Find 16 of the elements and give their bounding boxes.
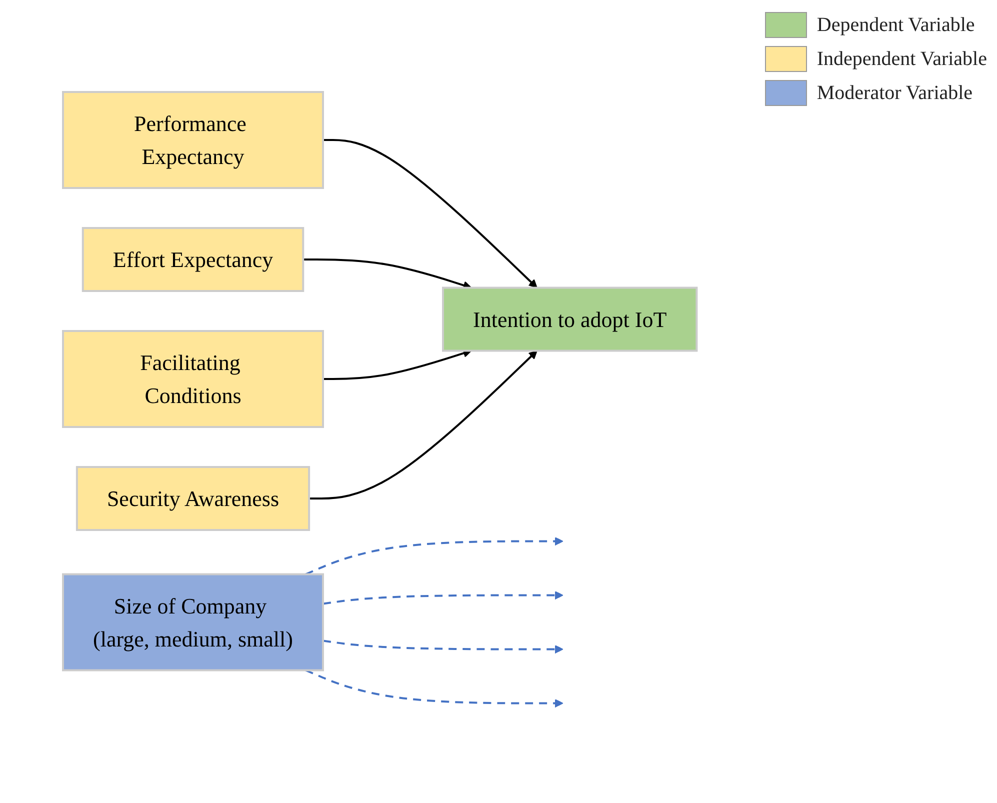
arrow — [303, 258, 472, 290]
legend-label: Moderator Variable — [816, 82, 973, 104]
node-box: Effort Expectancy — [82, 227, 304, 292]
legend-label: Dependent Variable — [816, 14, 975, 36]
arrow — [305, 670, 564, 708]
arrow — [323, 139, 538, 289]
node-box: Size of Company (large, medium, small) — [62, 574, 324, 672]
arrow — [323, 640, 564, 654]
node-box: Security Awareness — [76, 466, 310, 532]
legend-label: Independent Variable — [816, 48, 987, 70]
arrow — [305, 537, 564, 576]
node-box: Facilitating Conditions — [62, 330, 324, 428]
arrow — [309, 350, 538, 500]
node-box: Performance Expectancy — [62, 91, 324, 190]
node-box: Intention to adopt IoT — [442, 287, 698, 352]
arrow — [323, 591, 564, 606]
